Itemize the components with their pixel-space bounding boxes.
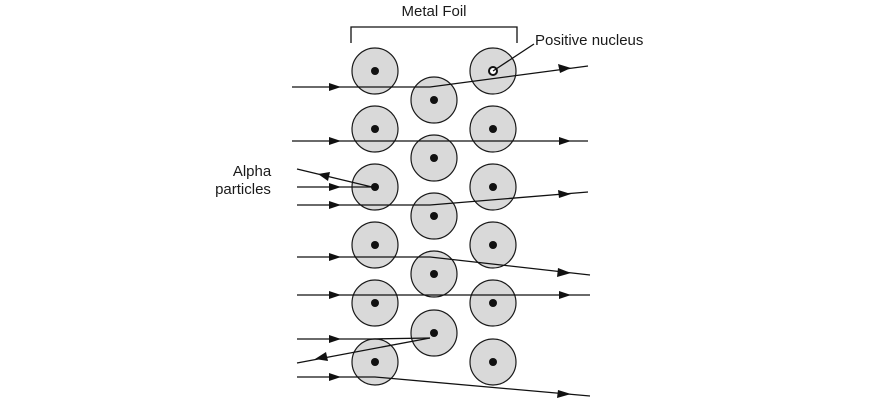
alpha-path-deflected-down (297, 373, 591, 398)
alpha-path-deflected-down (297, 253, 591, 277)
nucleus (489, 241, 497, 249)
nucleus (489, 299, 497, 307)
alpha-path-backscattered (296, 168, 373, 191)
arrowhead (318, 172, 330, 181)
arrowhead (329, 137, 341, 145)
atom (410, 134, 458, 182)
atom (469, 221, 517, 269)
arrowhead (329, 183, 341, 191)
metal-foil-bracket (350, 26, 518, 43)
atom (410, 250, 458, 298)
atom (469, 279, 517, 327)
atom (469, 338, 517, 386)
alpha-label-line1: Alpha (233, 163, 272, 180)
arrowhead (557, 268, 571, 277)
arrowhead (329, 335, 341, 343)
alpha-path-straight (297, 291, 590, 299)
arrowhead (315, 352, 328, 361)
atom-column-right (469, 47, 517, 386)
arrowhead (557, 390, 571, 398)
nucleus (371, 358, 379, 366)
nucleus (489, 183, 497, 191)
nucleus (371, 183, 379, 191)
atom (351, 105, 399, 153)
nucleus (430, 154, 438, 162)
atom (410, 309, 458, 357)
nucleus (430, 212, 438, 220)
alpha-label-line2: particles (215, 181, 271, 198)
arrowhead (329, 291, 341, 299)
alpha-path-straight (292, 137, 588, 145)
nucleus (371, 125, 379, 133)
alpha-particle-paths (292, 64, 591, 398)
atom-column-middle (410, 76, 458, 357)
atom (410, 76, 458, 124)
alpha-path-deflected-up (292, 64, 589, 91)
nucleus (371, 299, 379, 307)
arrowhead (329, 201, 341, 209)
arrowhead (558, 64, 571, 73)
atom (469, 163, 517, 211)
positive-nucleus-label: Positive nucleus (535, 32, 643, 49)
arrowhead (558, 190, 571, 198)
atom (410, 192, 458, 240)
nucleus (430, 329, 438, 337)
positive-nucleus-callout (492, 43, 535, 72)
atom (351, 279, 399, 327)
atom (351, 163, 399, 211)
arrowhead (559, 137, 571, 145)
arrowhead (559, 291, 571, 299)
atom-column-left (351, 47, 399, 386)
atom (469, 105, 517, 153)
atom (351, 221, 399, 269)
nucleus (489, 125, 497, 133)
atom (351, 47, 399, 95)
alpha-path-backscattered (296, 335, 431, 364)
alpha-path-deflected-up (297, 190, 589, 209)
nucleus (489, 358, 497, 366)
nucleus (371, 241, 379, 249)
arrowhead (329, 83, 341, 91)
nucleus (371, 67, 379, 75)
arrowhead (329, 253, 341, 261)
metal-foil-label: Metal Foil (401, 3, 466, 20)
nucleus (430, 96, 438, 104)
arrowhead (329, 373, 341, 381)
nucleus (430, 270, 438, 278)
